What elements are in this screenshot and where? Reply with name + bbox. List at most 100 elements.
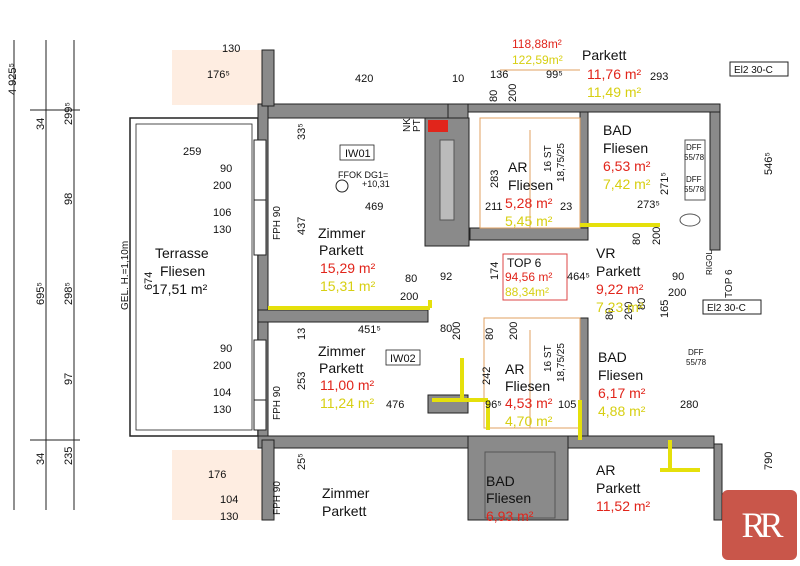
ar2-floor: Fliesen [505,378,550,394]
dim-23: 23 [560,201,572,213]
left-dimension-lines [13,40,80,510]
top6-name: TOP 6 [507,256,542,270]
highlight-lines [268,223,700,472]
vr-name: VR [596,245,615,261]
vr-area-red: 9,22 m² [596,281,644,297]
dim-200e: 200 [508,322,520,340]
zimmer2-area-red: 11,00 m² [320,377,375,393]
room-ar-1: AR Fliesen 5,28 m² 5,45 m² [505,159,553,229]
room-bad-2: BAD Fliesen 6,17 m² 4,88 m² [598,349,646,419]
room-bad-1: BAD Fliesen 6,53 m² 7,42 m² [603,122,651,192]
zimmer1-floor: Parkett [319,242,363,258]
dim-790: 790 [763,452,775,470]
ar3-name: AR [596,462,615,478]
dim-34a: 34 [35,118,47,130]
bad1-name: BAD [603,122,632,138]
dim-90a: 90 [220,163,232,175]
dim-34b: 34 [35,453,47,465]
vr-area-yel: 7,23 m² [596,299,644,315]
dim-437: 437 [296,217,308,235]
dim-200g: 200 [623,302,635,320]
zimmer1-area-yel: 15,31 m² [320,278,376,294]
top-partial-area-yel2: 122,59m² [512,53,563,67]
room-zimmer-3: Zimmer Parkett [322,485,370,519]
iw02-label: IW02 [390,353,416,365]
top6-vertical-label: TOP 6 [724,269,735,298]
fph-label-1: FPH 90 [272,206,283,240]
dim-174: 174 [489,262,501,280]
dim-130b: 130 [213,224,231,236]
bad1-floor: Fliesen [603,140,648,156]
dim-97: 97 [63,373,75,385]
ar2-area-yel: 4,70 m² [505,413,553,429]
railing-height-label: GEL. H.=1,10m [120,241,131,310]
vr-floor: Parkett [596,263,640,279]
ar1-area-yel: 5,45 m² [505,213,553,229]
dim-80d: 80 [631,233,643,245]
dim-200b: 200 [400,291,418,303]
dim-106: 106 [213,207,231,219]
dim-130d: 130 [220,511,238,523]
dim-469: 469 [365,201,383,213]
el-label-1: El2 30-C [734,65,773,76]
dim-420: 420 [355,73,373,85]
dim-283: 283 [489,170,501,188]
dim-25-5: 25⁵ [296,453,308,470]
bad2-area-yel: 4,88 m² [598,403,646,419]
dim-271: 271⁵ [659,172,671,195]
dim-273: 273⁵ [637,199,660,211]
dff-label-1: DFF [686,143,702,152]
iw01-label: IW01 [345,148,371,160]
terrace-area [129,50,262,520]
apartment-summary: TOP 6 94,56 m² 88,34m² [502,253,568,301]
el-label-2: El2 30-C [707,303,746,314]
terrace-name: Terrasse [155,245,209,261]
top-partial-area-red: 11,76 m² [587,66,642,82]
ar1-area-red: 5,28 m² [505,195,553,211]
dim-476: 476 [386,399,404,411]
dim-464: 464⁵ [567,271,590,283]
terrace-room-label: Terrasse Fliesen 17,51 m² [152,245,209,297]
dim-4925: 4 925⁵ [7,63,19,95]
dim-259: 259 [183,146,201,158]
dim-80e: 80 [604,308,616,320]
dff-label-1b: 55/78 [684,153,705,162]
ffok-label-2: +10,31 [362,179,390,189]
room-zimmer-2: Zimmer Parkett 11,00 m² 11,24 m² [318,343,375,411]
ar2-name: AR [505,361,524,377]
ar1-name: AR [508,159,527,175]
company-logo: RR [722,490,797,560]
room-bad-3: BAD Fliesen 6,93 m² [486,473,534,524]
fph-label-2: FPH 90 [272,386,283,420]
dim-80g: 80 [636,298,648,310]
dim-165: 165 [659,300,671,318]
ar3-area-red: 11,52 m² [596,498,651,514]
room-top-partial: 118,88m² 122,59m² Parkett 11,76 m² 11,49… [512,37,642,100]
dff-label-3b: 55/78 [686,358,707,367]
top-partial-area-red2: 118,88m² [512,37,562,51]
dim-92: 92 [440,271,452,283]
dim-90c: 90 [672,271,684,283]
dim-235: 235 [63,447,75,465]
dim-105: 105 [558,399,576,411]
dim-176: 176 [208,469,226,481]
dim-451: 451⁵ [358,324,381,336]
terrace-area: 17,51 m² [152,281,208,297]
zimmer1-area-red: 15,29 m² [320,260,376,276]
dim-695: 695⁵ [35,282,47,305]
dim-33-5: 33⁵ [296,123,308,140]
bad2-area-red: 6,17 m² [598,385,646,401]
dim-200d: 200 [451,322,463,340]
dim-98: 98 [63,193,75,205]
dim-104b: 104 [220,494,238,506]
top-partial-floor: Parkett [582,47,626,63]
dim-13: 13 [296,328,308,340]
dim-299: 299⁵ [63,102,75,125]
terrace-floor: Fliesen [160,263,205,279]
zimmer2-name: Zimmer [318,343,366,359]
dim-242: 242 [481,367,493,385]
dim-200c: 200 [213,360,231,372]
dim-293: 293 [650,71,668,83]
dim-674: 674 [143,272,155,290]
